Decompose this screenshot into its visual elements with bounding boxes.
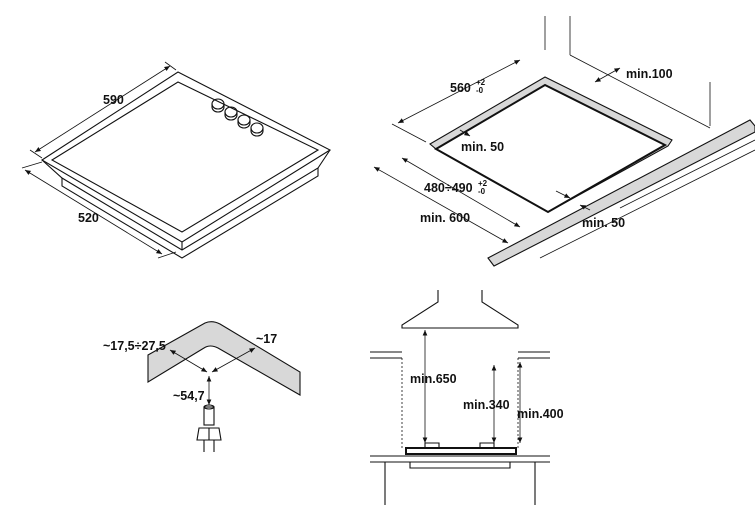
cutout-depth-label: 480÷490 <box>424 181 473 195</box>
min-worktop-label: min. 600 <box>420 211 470 225</box>
min-back-wall-label: min.100 <box>626 67 673 81</box>
dimension-line-depth <box>24 169 163 255</box>
worktop-front-strip <box>487 119 755 267</box>
dimension-line-worktop <box>373 166 509 244</box>
min-side-label: min. 50 <box>582 216 625 230</box>
clamp-detail: ~17,5÷27,5 ~17 ~54,7 <box>103 321 301 452</box>
cutout-depth-tol-minus: -0 <box>478 187 486 196</box>
hood <box>401 290 519 329</box>
cutout-diagram: 560 +2 -0 min.100 min. 50 480÷490 +2 -0 … <box>373 16 755 267</box>
hob-side-view <box>405 447 517 455</box>
cutout-width-tol-minus: -0 <box>476 86 484 95</box>
hob-isometric: 590 520 <box>21 61 332 259</box>
clamp-screw-icon <box>196 404 222 452</box>
knob-icons <box>211 98 264 137</box>
clamp-height-label: ~54,7 <box>173 389 205 403</box>
dimension-line-width <box>34 65 171 153</box>
cutout-width-tol-plus: +2 <box>476 78 486 87</box>
min-cabinet-label: min.400 <box>517 407 564 421</box>
min-hood-label: min.650 <box>410 372 457 386</box>
hob-top-inner <box>50 81 320 233</box>
wall-cabinets <box>370 351 550 359</box>
cutout-width-label: 560 <box>450 81 471 95</box>
min-cabinet-lower-label: min.340 <box>463 398 510 412</box>
clamp-range-label: ~17,5÷27,5 <box>103 339 166 353</box>
dimension-line-cutout-width <box>397 59 521 124</box>
hood-clearance-diagram: min.650 min.340 min.400 <box>370 290 564 505</box>
dimension-width-label: 590 <box>103 93 124 107</box>
min-front-label: min. 50 <box>461 140 504 154</box>
clamp-thickness-label: ~17 <box>256 332 277 346</box>
worktop-section <box>147 321 301 396</box>
dimension-depth-label: 520 <box>78 211 99 225</box>
